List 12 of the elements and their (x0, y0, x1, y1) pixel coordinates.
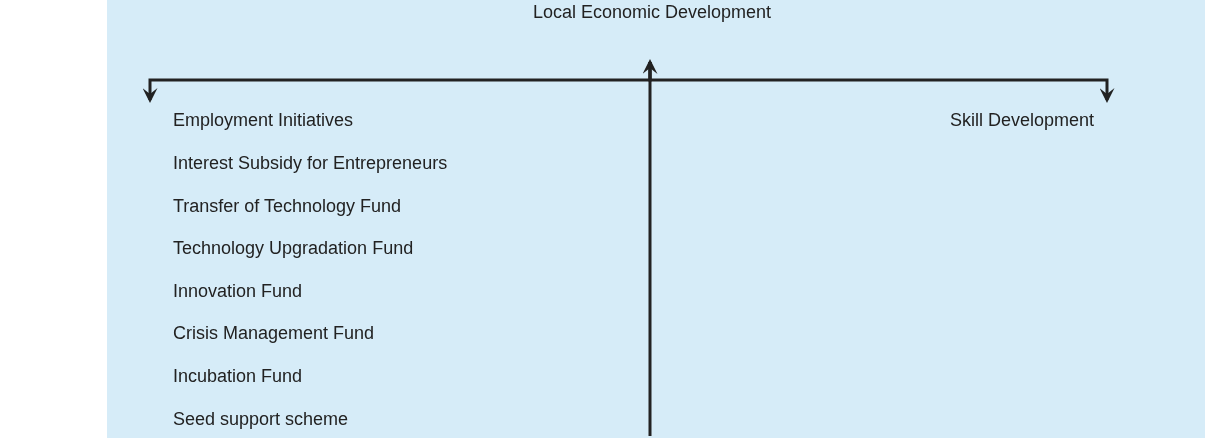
node-text: Skill Development (950, 109, 1095, 132)
list-item-text: Transfer of Technology Fund (173, 194, 402, 218)
list-item-text: Interest Subsidy for Entrepreneurs (173, 152, 448, 175)
list-item-text: Innovation Fund (173, 279, 303, 303)
arrow (648, 62, 1115, 103)
list-item-text: Technology Upgradation Fund (173, 237, 414, 261)
list-item-text: Crisis Management Fund (173, 322, 375, 346)
node-text: Employment Initiatives (173, 109, 354, 132)
list-item-text: Incubation Fund (173, 365, 303, 388)
arrow (642, 59, 658, 436)
heading-text: Local Economic Development (532, 1, 772, 24)
list-item-text: Seed support scheme (173, 407, 349, 431)
